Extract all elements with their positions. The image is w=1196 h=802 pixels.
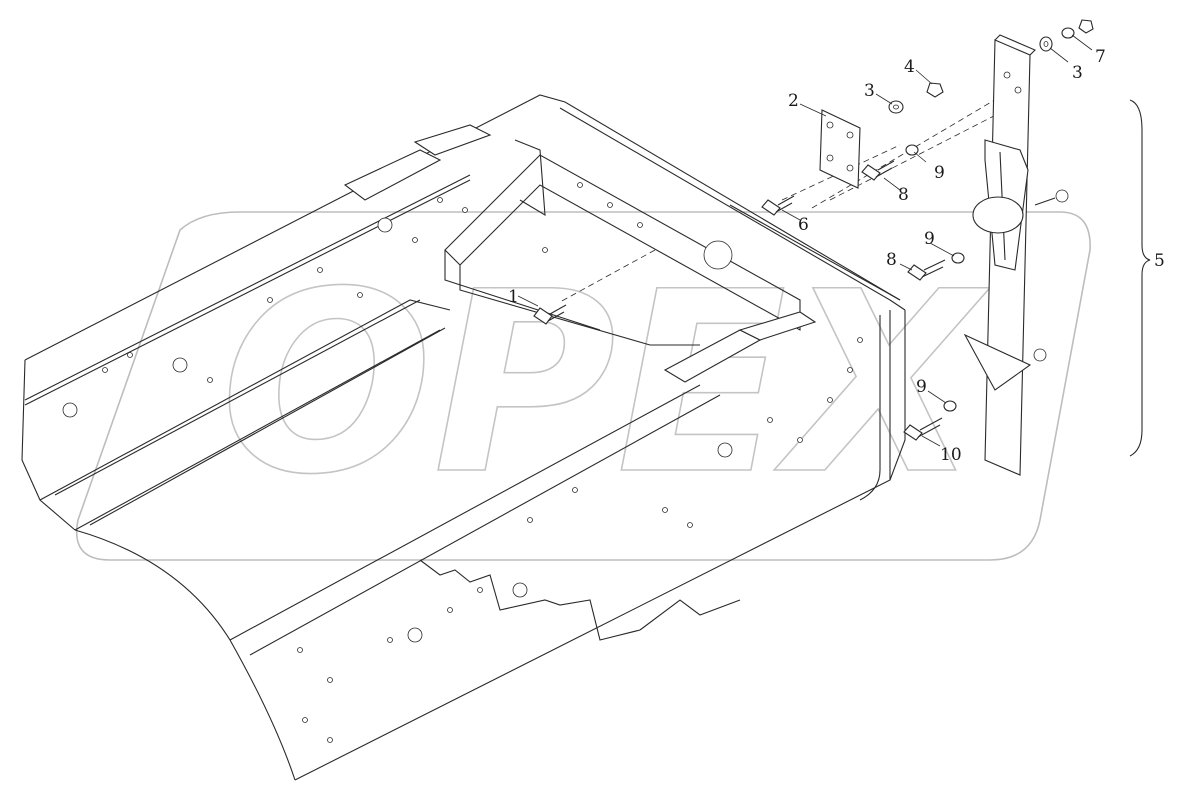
- callout-labels: 1 2 3 4 3 7 9 8 6 9 8 5 9 10: [508, 47, 1165, 465]
- plate-part-2: [819, 109, 861, 189]
- callout-9a: 9: [934, 163, 945, 183]
- callout-8b: 8: [886, 250, 897, 270]
- leader-lines: [517, 34, 1093, 447]
- bolt-6: [761, 195, 795, 216]
- fasteners: [533, 19, 1151, 457]
- bolt-8b: [907, 259, 946, 281]
- callout-8a: 8: [898, 185, 909, 205]
- callout-3a: 3: [864, 81, 875, 101]
- nut-7: [1078, 19, 1094, 34]
- callout-4: 4: [904, 57, 915, 77]
- washer-9c: [943, 400, 957, 412]
- frame-holes: [62, 182, 863, 743]
- callout-2: 2: [788, 91, 799, 111]
- callout-6: 6: [798, 215, 809, 235]
- bolt-1: [533, 304, 567, 325]
- nut-4: [926, 82, 944, 98]
- callout-1: 1: [508, 287, 519, 307]
- watermark-text: OPEX: [220, 238, 990, 529]
- bolt-10: [903, 417, 943, 441]
- callout-3b: 3: [1072, 63, 1083, 83]
- bracket-assembly: [963, 34, 1069, 476]
- callout-9c: 9: [916, 377, 927, 397]
- callout-7: 7: [1095, 47, 1106, 67]
- vehicle-frame: [21, 84, 1026, 781]
- callout-5: 5: [1154, 251, 1165, 271]
- watermark-logo: OPEX: [76, 211, 1091, 561]
- group-bracket: [1129, 99, 1151, 457]
- callout-9b: 9: [924, 229, 935, 249]
- bolt-8a: [861, 160, 895, 181]
- washer-7: [1061, 27, 1075, 39]
- callout-10: 10: [940, 445, 962, 465]
- washer-9b: [951, 252, 965, 264]
